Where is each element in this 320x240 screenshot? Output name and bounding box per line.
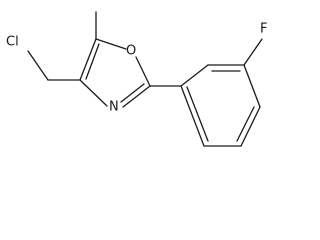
bond-c5-o1 bbox=[95, 38, 127, 50]
bond-ph4-ph5-inner bbox=[236, 106, 255, 142]
bond-o1-c2 bbox=[135, 56, 151, 87]
bond-c2-n3 bbox=[122, 85, 151, 108]
oxazole-ring bbox=[79, 38, 151, 108]
bond-ph3-ph4 bbox=[243, 64, 261, 108]
chloromethyl-group bbox=[27, 50, 81, 81]
bond-c4-c5-double bbox=[85, 43, 100, 80]
bond-n3-c4 bbox=[79, 79, 108, 107]
oxygen-label: O bbox=[126, 44, 136, 59]
bond-c2-n3-double bbox=[120, 83, 145, 103]
fluorine-label: F bbox=[260, 22, 267, 37]
bond-cl-ch2 bbox=[27, 50, 49, 81]
bond-ph6-ph1 bbox=[180, 85, 205, 147]
fluorophenyl-ring bbox=[180, 64, 261, 147]
chlorine-label: Cl bbox=[6, 35, 19, 50]
bond-ph4-ph5 bbox=[240, 106, 261, 147]
nitrogen-label: N bbox=[109, 100, 119, 115]
chemical-structure-diagram: Cl O N F bbox=[6, 11, 267, 147]
bond-ph3-f bbox=[243, 38, 263, 66]
bond-c4-c5 bbox=[79, 38, 97, 81]
bond-ph6-ph1-inner bbox=[186, 86, 209, 142]
bond-ph1-ph2 bbox=[180, 64, 209, 87]
